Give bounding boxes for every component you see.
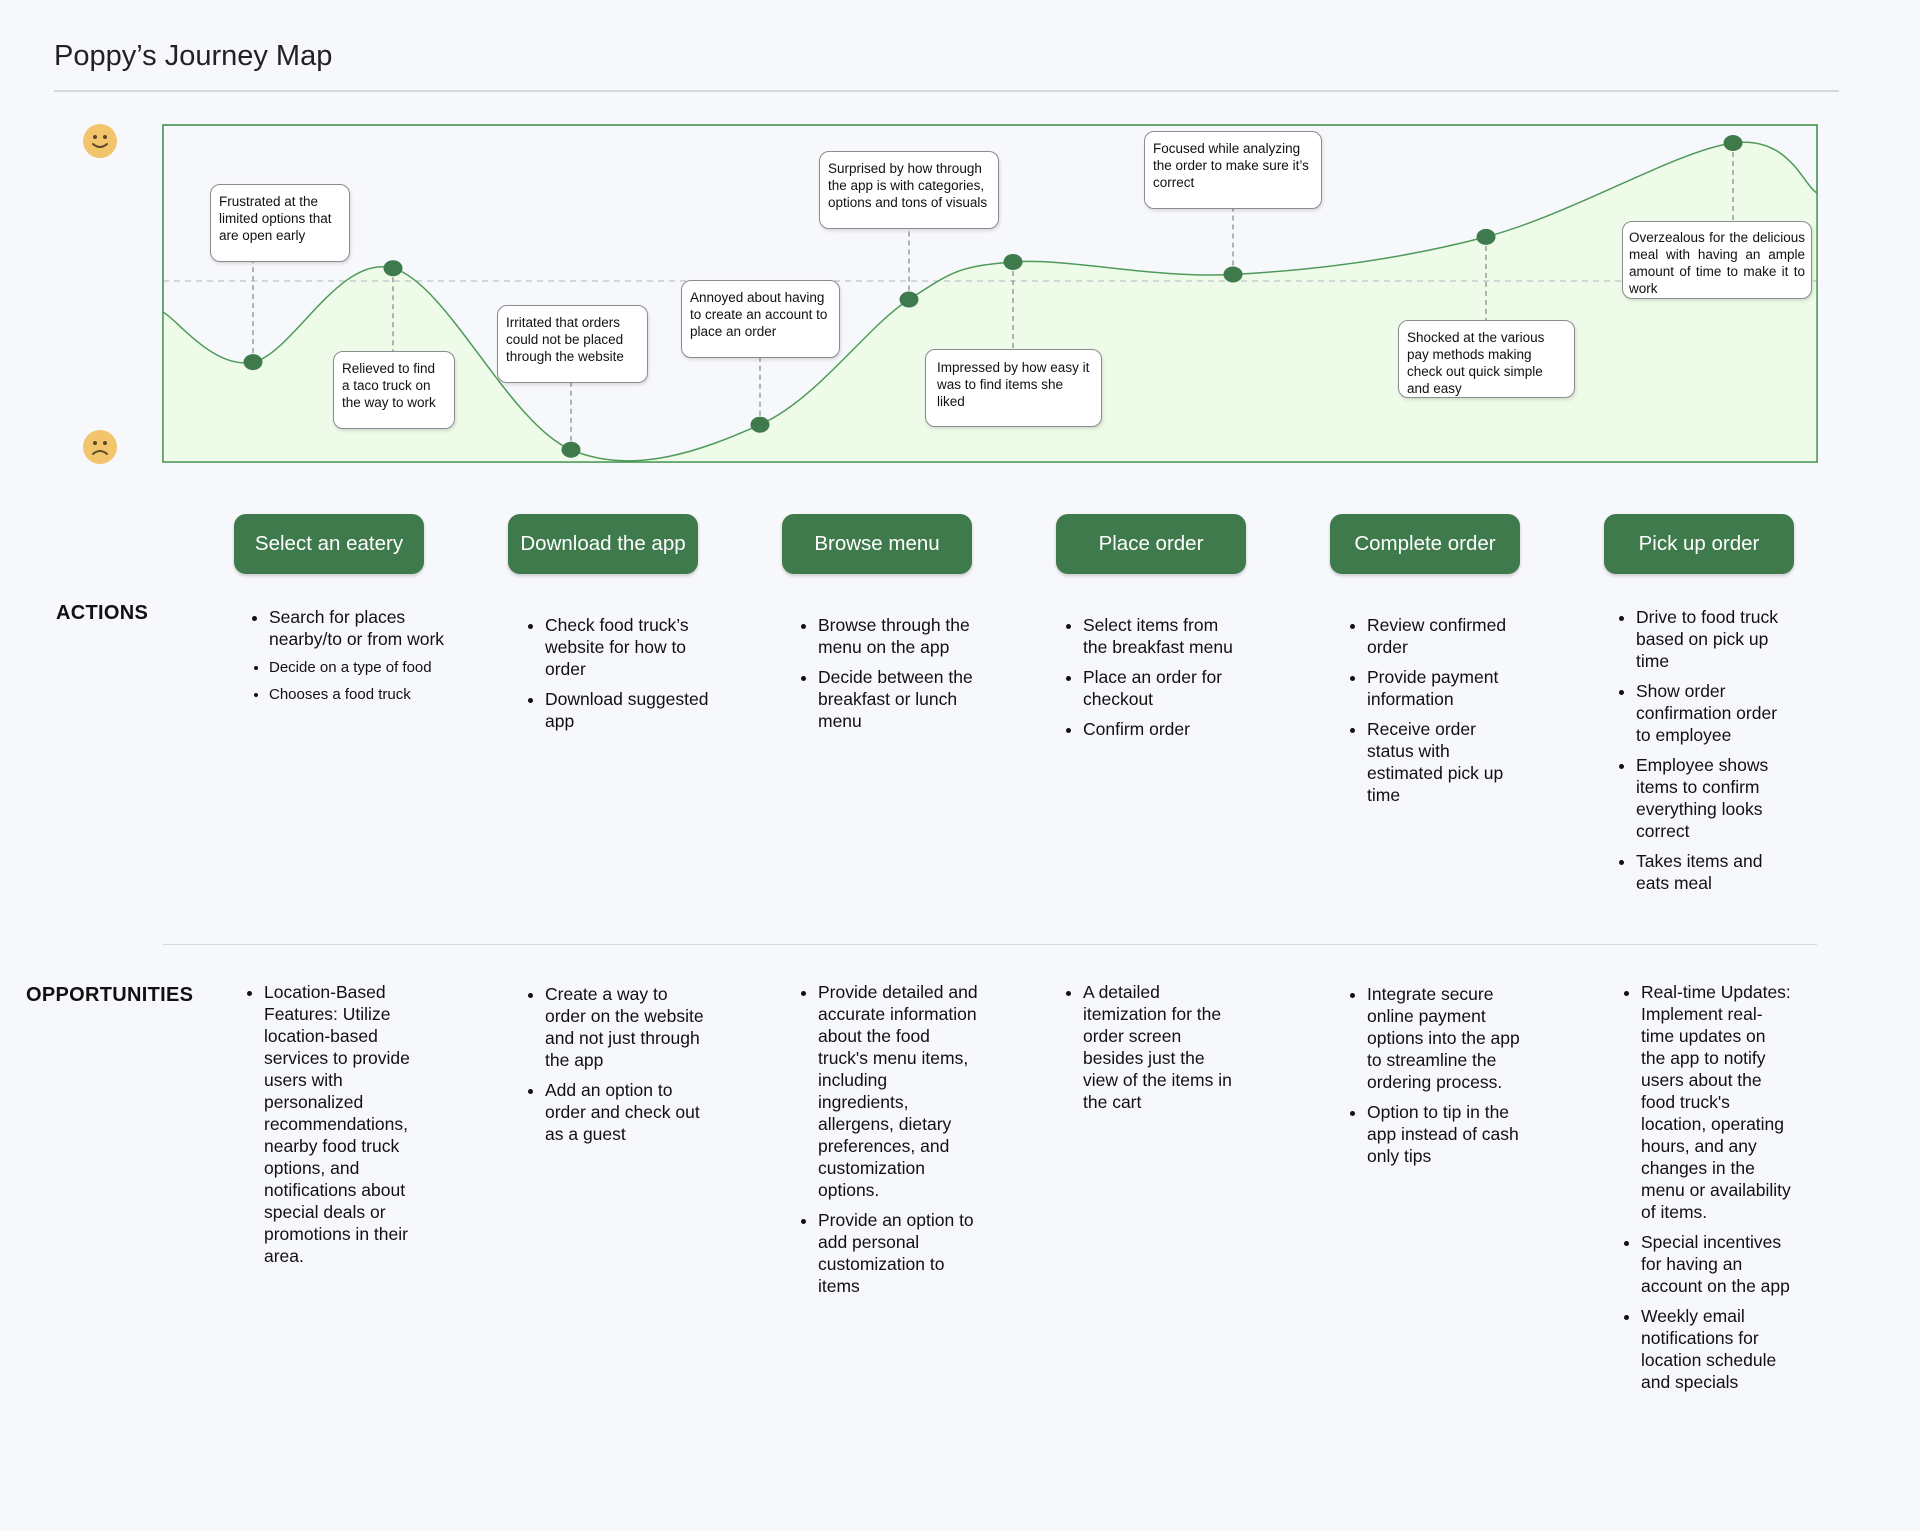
list-item: Browse through the menu on the app bbox=[818, 614, 988, 658]
list-item: Review confirmed order bbox=[1367, 614, 1517, 658]
actions-list-complete-order: Review confirmed order Provide payment i… bbox=[1345, 614, 1517, 814]
emotion-point bbox=[1723, 135, 1743, 151]
section-divider bbox=[163, 944, 1817, 945]
happy-face-icon bbox=[83, 124, 117, 158]
stage-download-the-app[interactable]: Download the app bbox=[508, 514, 698, 574]
list-item: Download suggested app bbox=[545, 688, 715, 732]
list-item: Employee shows items to confirm everythi… bbox=[1636, 754, 1796, 842]
list-item: Provide an option to add personal custom… bbox=[818, 1209, 978, 1297]
stage-pick-up-order[interactable]: Pick up order bbox=[1604, 514, 1794, 574]
opportunities-list-complete-order: Integrate secure online payment options … bbox=[1345, 983, 1527, 1175]
opportunities-label: OPPORTUNITIES bbox=[26, 984, 194, 1006]
emotion-point bbox=[1476, 228, 1496, 245]
list-item: Check food truck’s website for how to or… bbox=[545, 614, 715, 680]
list-item: Provide detailed and accurate informatio… bbox=[818, 981, 978, 1201]
list-item: Drive to food truck based on pick up tim… bbox=[1636, 606, 1796, 672]
emotion-point bbox=[383, 260, 403, 277]
list-item: Weekly email notifications for location … bbox=[1641, 1305, 1791, 1393]
callout-impressed: Impressed by how easy it was to find ite… bbox=[925, 349, 1102, 427]
callout-shocked: Shocked at the various pay methods makin… bbox=[1398, 320, 1575, 398]
list-item: Select items from the breakfast menu bbox=[1083, 614, 1243, 658]
actions-list-download-the-app: Check food truck’s website for how to or… bbox=[523, 614, 715, 740]
opportunities-list-select-an-eatery: Location-Based Features: Utilize locatio… bbox=[242, 981, 419, 1275]
list-item: Integrate secure online payment options … bbox=[1367, 983, 1527, 1093]
list-item: Takes items and eats meal bbox=[1636, 850, 1796, 894]
emotion-point bbox=[1003, 253, 1023, 270]
callout-annoyed: Annoyed about having to create an accoun… bbox=[681, 280, 840, 358]
page-title: Poppy’s Journey Map bbox=[54, 40, 333, 72]
emotion-point bbox=[561, 441, 581, 458]
opportunities-list-pick-up-order: Real-time Updates: Implement real-time u… bbox=[1619, 981, 1791, 1401]
actions-list-select-an-eatery: Search for places nearby/to or from work… bbox=[247, 606, 459, 712]
stage-place-order[interactable]: Place order bbox=[1056, 514, 1246, 574]
list-item: Provide payment information bbox=[1367, 666, 1517, 710]
list-item: Decide between the breakfast or lunch me… bbox=[818, 666, 988, 732]
actions-list-pick-up-order: Drive to food truck based on pick up tim… bbox=[1614, 606, 1796, 902]
list-item: Confirm order bbox=[1083, 718, 1243, 740]
emotion-point bbox=[1223, 266, 1243, 283]
list-item: Receive order status with estimated pick… bbox=[1367, 718, 1517, 806]
opportunities-list-place-order: A detailed itemization for the order scr… bbox=[1061, 981, 1243, 1121]
list-item: Real-time Updates: Implement real-time u… bbox=[1641, 981, 1791, 1223]
stage-browse-menu[interactable]: Browse menu bbox=[782, 514, 972, 574]
emotion-point bbox=[243, 354, 263, 371]
list-item: Chooses a food truck bbox=[269, 685, 459, 704]
list-item: Special incentives for having an account… bbox=[1641, 1231, 1791, 1297]
list-item: Decide on a type of food bbox=[269, 658, 459, 677]
callout-overzealous: Overzealous for the delicious meal with … bbox=[1622, 221, 1812, 299]
list-item: Place an order for checkout bbox=[1083, 666, 1243, 710]
callout-irritated: Irritated that orders could not be place… bbox=[497, 305, 648, 383]
callout-frustrated: Frustrated at the limited options that a… bbox=[210, 184, 350, 262]
actions-list-place-order: Select items from the breakfast menu Pla… bbox=[1061, 614, 1243, 748]
stage-complete-order[interactable]: Complete order bbox=[1330, 514, 1520, 574]
list-item: Search for places nearby/to or from work bbox=[269, 606, 459, 650]
list-item: Show order confirmation order to employe… bbox=[1636, 680, 1796, 746]
emotion-point bbox=[899, 291, 919, 308]
callout-relieved: Relieved to find a taco truck on the way… bbox=[333, 351, 455, 429]
opportunities-list-browse-menu: Provide detailed and accurate informatio… bbox=[796, 981, 978, 1305]
actions-list-browse-menu: Browse through the menu on the app Decid… bbox=[796, 614, 988, 740]
emotion-point bbox=[750, 416, 770, 433]
list-item: Location-Based Features: Utilize locatio… bbox=[264, 981, 419, 1267]
stage-select-an-eatery[interactable]: Select an eatery bbox=[234, 514, 424, 574]
title-divider bbox=[54, 90, 1839, 92]
opportunities-list-download-the-app: Create a way to order on the website and… bbox=[523, 983, 705, 1153]
list-item: A detailed itemization for the order scr… bbox=[1083, 981, 1243, 1113]
list-item: Add an option to order and check out as … bbox=[545, 1079, 705, 1145]
callout-focused: Focused while analyzing the order to mak… bbox=[1144, 131, 1322, 209]
actions-label: ACTIONS bbox=[56, 602, 149, 624]
callout-surprised: Surprised by how through the app is with… bbox=[819, 151, 999, 229]
sad-face-icon bbox=[83, 430, 117, 464]
list-item: Create a way to order on the website and… bbox=[545, 983, 705, 1071]
list-item: Option to tip in the app instead of cash… bbox=[1367, 1101, 1527, 1167]
